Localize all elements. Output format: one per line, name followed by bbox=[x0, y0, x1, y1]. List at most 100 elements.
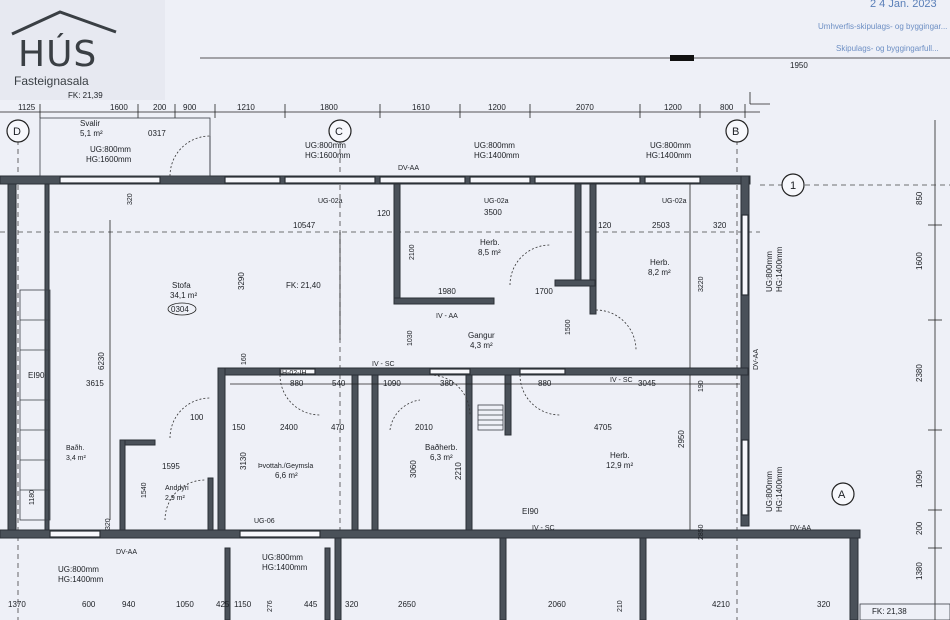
shaft bbox=[477, 404, 504, 431]
dim-4705: 4705 bbox=[594, 423, 612, 432]
bedroom1-wall-left bbox=[393, 183, 401, 305]
dim-top-1200: 1200 bbox=[488, 103, 506, 112]
grid-marker-c bbox=[328, 119, 352, 143]
room-herb1-area: 8,5 m² bbox=[478, 248, 501, 257]
dim-320a: 320 bbox=[713, 221, 727, 230]
dim-380: 380 bbox=[440, 379, 454, 388]
grid-label-1: 1 bbox=[790, 180, 796, 192]
dim-bottom-276: 276 bbox=[267, 600, 274, 612]
grid-marker-b bbox=[725, 119, 749, 143]
window-note-w1-ug: UG:800mm bbox=[90, 145, 131, 154]
tag-ivsc-1: IV - SC bbox=[372, 361, 395, 368]
dim-880a: 880 bbox=[290, 379, 304, 388]
room-gangur-name: Gangur bbox=[468, 331, 495, 340]
window-note-w7-ug: UG:800mm bbox=[58, 565, 99, 574]
window-note-w3-hg: HG:1400mm bbox=[474, 151, 520, 160]
dim-320b: 320 bbox=[127, 193, 134, 205]
room-bad2-name: Baðh. bbox=[66, 444, 84, 452]
dim-bottom-210: 210 bbox=[617, 600, 624, 612]
dim-top-1200b: 1200 bbox=[664, 103, 682, 112]
dim-bottom-320b: 320 bbox=[817, 600, 831, 609]
dim-bottom-2650: 2650 bbox=[398, 600, 416, 609]
room-herb3-name: Herb. bbox=[610, 451, 630, 460]
dim-right-2380: 2380 bbox=[915, 364, 924, 382]
dim-150: 150 bbox=[232, 423, 246, 432]
dim-bottom-600: 600 bbox=[82, 600, 96, 609]
dim-top-1950: 1950 bbox=[790, 61, 808, 70]
grid-marker-a bbox=[831, 482, 855, 506]
window-note-w4-hg: HG:1400mm bbox=[646, 151, 692, 160]
logo-subtitle: Fasteignasala bbox=[14, 74, 89, 88]
tag-ug06: UG-06 bbox=[254, 518, 275, 525]
dim-1500: 1500 bbox=[565, 319, 572, 335]
dim-1030: 1030 bbox=[407, 330, 414, 346]
tag-ivsc-3: IV - SC bbox=[532, 525, 555, 532]
dim-bottom-1050: 1050 bbox=[176, 600, 194, 609]
dim-2010: 2010 bbox=[415, 423, 433, 432]
house-roof-icon bbox=[11, 10, 117, 36]
dim-top-1800: 1800 bbox=[320, 103, 338, 112]
logo-area-bg bbox=[0, 0, 165, 100]
grid-marker-d bbox=[6, 119, 30, 143]
room-bad-name: Baðherb. bbox=[425, 443, 457, 452]
spot-elevation-1: FK: 21,39 bbox=[68, 91, 103, 100]
dim-top-200: 200 bbox=[153, 103, 167, 112]
tag-dvaa-1: DV-AA bbox=[398, 165, 419, 172]
dim-120a: 120 bbox=[377, 209, 391, 218]
dim-6230: 6230 bbox=[97, 352, 106, 370]
window-note-w7-hg: HG:1400mm bbox=[58, 575, 104, 584]
dim-1180: 1180 bbox=[29, 490, 36, 505]
window-note-w4-ug: UG:800mm bbox=[650, 141, 691, 150]
dim-1595: 1595 bbox=[162, 462, 180, 471]
dim-bottom-2060: 2060 bbox=[548, 600, 566, 609]
tag-ei90-a: EI90 bbox=[28, 371, 45, 380]
exterior-wall-bottom bbox=[0, 529, 861, 539]
dim-top-1610: 1610 bbox=[412, 103, 430, 112]
window-note-w2-hg: HG:1600mm bbox=[305, 151, 351, 160]
dim-bottom-445: 445 bbox=[304, 600, 318, 609]
dim-1700: 1700 bbox=[535, 287, 553, 296]
stamp-line-1: Umhverfis-skipulags- og byggingar... bbox=[818, 22, 948, 31]
dim-top-800: 800 bbox=[720, 103, 734, 112]
tag-dvaa-3: DV-AA bbox=[790, 525, 811, 532]
dim-right-200: 200 bbox=[915, 521, 924, 535]
dim-right-1380: 1380 bbox=[915, 562, 924, 580]
exterior-wall-right bbox=[740, 175, 750, 527]
tag-iv-aa: IV - AA bbox=[436, 313, 458, 320]
tag-dvaa-4: DV-AA bbox=[116, 549, 137, 556]
room-svalir-area: 5,1 m² bbox=[80, 129, 103, 138]
dim-880c: 880 bbox=[538, 379, 552, 388]
room-thvotta-name: Þvottah./Geymsla bbox=[258, 463, 313, 470]
dim-470: 470 bbox=[331, 423, 345, 432]
window-note-w8-hg: HG:1400mm bbox=[262, 563, 308, 572]
dim-top-2070: 2070 bbox=[576, 103, 594, 112]
room-svalir-name: Svalir bbox=[80, 119, 100, 128]
dim-2850: 2850 bbox=[698, 524, 705, 540]
stamp-line-2: Skipulags- og byggingarfull... bbox=[836, 44, 939, 53]
grid-label-d: D bbox=[13, 126, 21, 138]
room-thvotta-area: 6,6 m² bbox=[275, 471, 298, 480]
room-herb3-area: 12,9 m² bbox=[606, 461, 633, 470]
tag-ei90-b: EI90 bbox=[522, 507, 539, 516]
dim-bottom-4210: 4210 bbox=[712, 600, 730, 609]
dim-2400: 2400 bbox=[280, 423, 298, 432]
approval-stamp: 2 4 Jan. 2023 Umhverfis-skipulags- og by… bbox=[800, 0, 950, 64]
dim-top-1210: 1210 bbox=[237, 103, 255, 112]
wall-utility-left bbox=[217, 367, 226, 539]
window-note-w6-ug: UG:800mm bbox=[765, 471, 774, 512]
dim-top-900: 900 bbox=[183, 103, 197, 112]
grid-label-a: A bbox=[838, 489, 846, 501]
room-herb1-name: Herb. bbox=[480, 238, 500, 247]
window-note-w5-ug: UG:800mm bbox=[765, 251, 774, 292]
window-note-w5-hg: HG:1400mm bbox=[775, 246, 784, 292]
dim-3220: 3220 bbox=[698, 276, 705, 292]
dim-1090: 1090 bbox=[383, 379, 401, 388]
dim-540: 540 bbox=[332, 379, 346, 388]
room-anddyri-area: 2,9 m² bbox=[165, 495, 186, 502]
room-stofa-code: 0304 bbox=[171, 305, 189, 314]
tag-ug02-a: UG-02a bbox=[318, 198, 343, 205]
dim-3130: 3130 bbox=[239, 452, 248, 470]
window-note-w2-ug: UG:800mm bbox=[305, 141, 346, 150]
